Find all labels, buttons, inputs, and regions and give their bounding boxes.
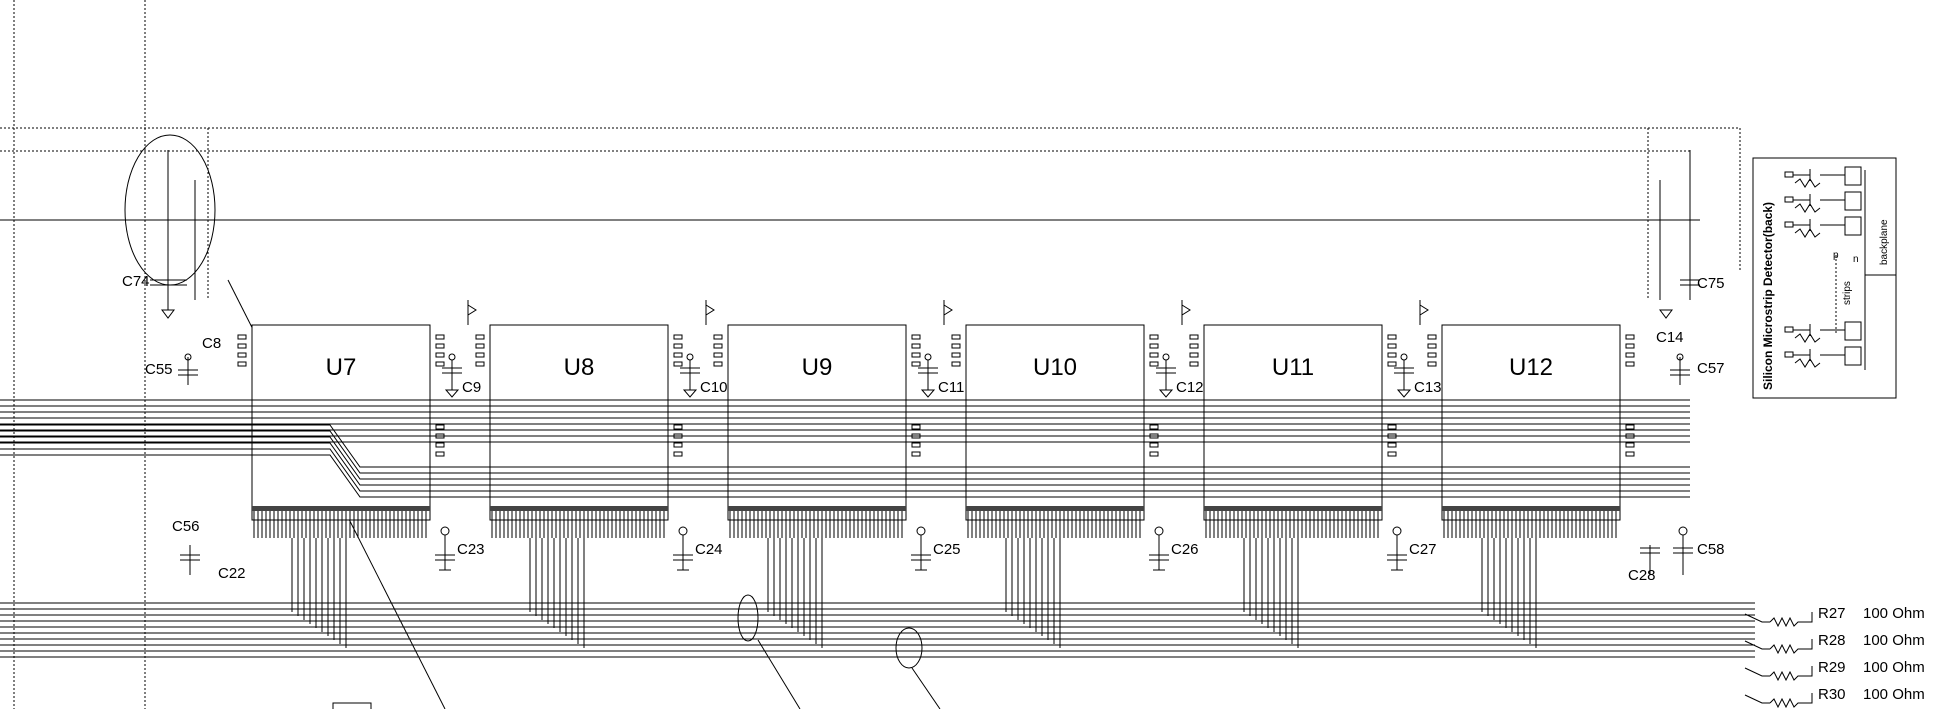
cap-c9: C9	[442, 300, 481, 398]
cap-c12: C12	[1156, 300, 1204, 398]
cap-label: C9	[462, 379, 481, 396]
detector-strip	[1784, 346, 1862, 368]
label-c28: C28	[1628, 567, 1656, 584]
chip-u9: U9	[713, 324, 921, 648]
resistor-r30: R30 100 Ohm	[1744, 686, 1925, 709]
chip-label: U8	[564, 354, 595, 381]
detector-backplane-label: backplane	[1879, 219, 1890, 265]
resistor-ref: R29	[1818, 659, 1846, 676]
detector-strip-symbols	[1784, 166, 1862, 368]
label-c56: C56	[172, 518, 200, 535]
cap-label: C11	[938, 379, 964, 396]
buses-layer	[0, 399, 1755, 658]
chip-u7: U7	[237, 324, 445, 648]
cap-label: C26	[1171, 541, 1199, 558]
cap-label: C27	[1409, 541, 1437, 558]
cap-c11: C11	[918, 300, 964, 398]
cap-label: C24	[695, 541, 723, 558]
resistor-ref: R30	[1818, 686, 1846, 703]
side-labels: C74 C75 C8 C55 C14 C57 C56 C22 C28 C58	[122, 273, 1725, 584]
bias-network-right	[1659, 150, 1700, 319]
cap-label: C23	[457, 541, 485, 558]
chip-label: U12	[1509, 354, 1553, 381]
cap-label: C13	[1414, 379, 1442, 396]
cap-c23: C23	[435, 526, 485, 571]
cap-c10: C10	[680, 300, 728, 398]
chip-label: U11	[1272, 354, 1314, 381]
label-c8: C8	[202, 335, 221, 352]
detector-strip	[1784, 216, 1862, 238]
resistor-ref: R27	[1818, 605, 1846, 622]
cap-c24: C24	[673, 526, 723, 571]
chip-u11: U11	[1189, 324, 1397, 648]
cap-label: C25	[933, 541, 961, 558]
detector-inset: Silicon Microstrip Detector(back) backpl…	[1752, 157, 1897, 399]
side-caps	[178, 353, 1693, 575]
resistor-r27: R27 100 Ohm	[1744, 605, 1925, 628]
label-c55: C55	[145, 361, 173, 378]
bias-network-left	[150, 150, 196, 319]
chip-u12: U12	[1427, 324, 1635, 648]
resistor-value: 100 Ohm	[1863, 605, 1925, 622]
cap-c25: C25	[911, 526, 961, 571]
label-c74: C74	[122, 273, 150, 290]
label-c14: C14	[1656, 329, 1684, 346]
resistor-value: 100 Ohm	[1863, 659, 1925, 676]
detector-strip	[1784, 191, 1862, 213]
cap-label: C12	[1176, 379, 1204, 396]
chip-label: U7	[326, 354, 357, 381]
resistor-value: 100 Ohm	[1863, 686, 1925, 703]
frame-lines	[0, 0, 1741, 709]
chip-label: U9	[802, 354, 833, 381]
chip-label: U10	[1033, 354, 1077, 381]
label-c57: C57	[1697, 360, 1725, 377]
detector-strip	[1784, 166, 1862, 188]
detector-strip	[1784, 321, 1862, 343]
chip-u8: U8	[475, 324, 683, 648]
cap-label: C10	[700, 379, 728, 396]
resistor-r28: R28 100 Ohm	[1744, 632, 1925, 655]
resistor-ref: R28	[1818, 632, 1846, 649]
cap-c26: C26	[1149, 526, 1199, 571]
resistor-value: 100 Ohm	[1863, 632, 1925, 649]
detector-strips-label: strips	[1842, 281, 1853, 305]
cap-c13: C13	[1394, 300, 1442, 398]
chip-u10: U10	[951, 324, 1159, 648]
detector-n-label: n	[1853, 254, 1859, 265]
detector-title: Silicon Microstrip Detector(back)	[1761, 202, 1775, 390]
label-c75: C75	[1697, 275, 1725, 292]
cap-c27: C27	[1387, 526, 1437, 571]
resistor-r29: R29 100 Ohm	[1744, 659, 1925, 682]
label-c58: C58	[1697, 541, 1725, 558]
label-c22: C22	[218, 565, 246, 582]
